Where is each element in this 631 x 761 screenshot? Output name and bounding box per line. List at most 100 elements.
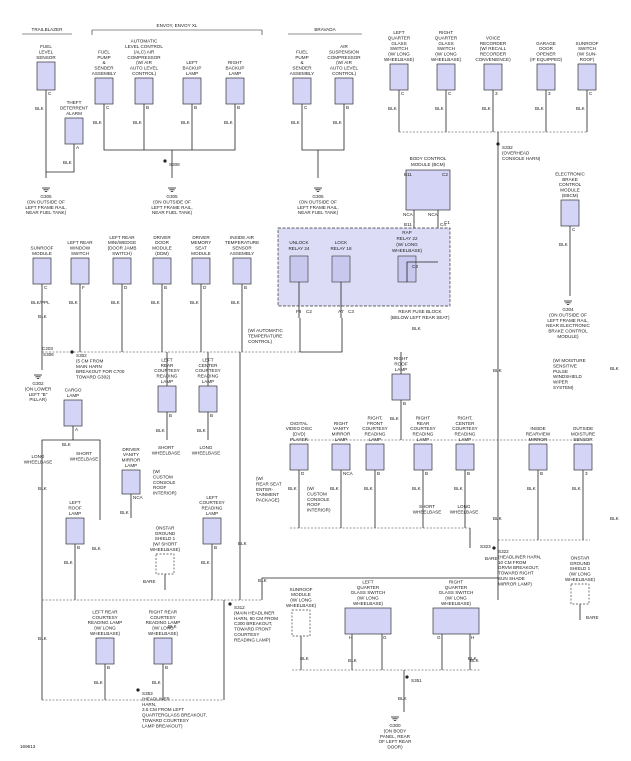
right-quarter-glass-switch-long-label-text-1: QUARTER bbox=[435, 35, 458, 40]
note-3-text-2: ENTER- bbox=[256, 487, 274, 492]
wire-label-0: BLK bbox=[38, 314, 48, 319]
g304-label-text-3: NEAR ELECTRONIC bbox=[546, 323, 590, 328]
diagram-id: 169613 bbox=[20, 744, 36, 749]
left-rear-window-switch-label-text-1: WINDOW bbox=[70, 246, 91, 251]
s322-label-text-6: MIRROR LAMP) bbox=[498, 581, 532, 586]
alc-air-compressor-envoy-label-text-6: CONTROL) bbox=[132, 71, 156, 76]
rap-relay-label-2: RELAY 22 bbox=[396, 236, 417, 241]
left-rear-window-switch bbox=[70, 257, 90, 285]
voice-recorder-label-text-4: CONVENIENCE) bbox=[475, 57, 511, 62]
wheelbase-1-text-0: LONG bbox=[31, 454, 44, 459]
wire-label-11: BLK bbox=[300, 656, 310, 661]
g305-label-text-0: G305 bbox=[40, 194, 52, 199]
right-quarter-glass-switch-long bbox=[436, 63, 456, 91]
note-3-text-3: TAINMENT bbox=[256, 492, 279, 497]
left-backup-lamp-label-text-2: LAMP bbox=[186, 71, 199, 76]
right-rear-courtesy-reading-lamp-label-text-4: LAMP bbox=[417, 437, 430, 442]
right-rear-courtesy-reading-lamp-long-label-text-4: WHEELBASE) bbox=[148, 631, 179, 636]
driver-memory-seat-module bbox=[191, 257, 211, 285]
bcm-pin-5: B11 bbox=[404, 222, 412, 227]
wire-label-4: BLK bbox=[238, 541, 248, 546]
right-vanity-mirror-lamp bbox=[331, 443, 351, 471]
right-center-courtesy-reading-lamp-label-text-4: LAMP bbox=[459, 437, 472, 442]
cargo-lamp-label-text-1: LAMP bbox=[67, 393, 80, 398]
left-backup-lamp-pin: B bbox=[194, 105, 197, 110]
voice-recorder-pin: 3 bbox=[495, 91, 498, 96]
left-rear-mini-wedge-label-text-1: MINI/WEDGE bbox=[108, 240, 136, 245]
right-roof-lamp-label-text-2: LAMP bbox=[395, 367, 408, 372]
sunroof-switch bbox=[577, 63, 597, 91]
right-center-courtesy-reading-lamp-label-text-0: RIGHT, bbox=[457, 415, 472, 420]
left-rear-mini-wedge-label-text-3: SWITCH) bbox=[112, 251, 132, 256]
left-courtesy-reading-lamp-label-text-2: READING bbox=[202, 506, 223, 511]
wire-label-9: BLK bbox=[610, 516, 620, 521]
bcm-label-2: MODULE (BCM) bbox=[411, 162, 446, 167]
sunroof-switch-label-text-2: (W/ SUN- bbox=[577, 52, 597, 57]
left-rear-window-switch-pin: F bbox=[82, 285, 85, 290]
s322-label-text-0: S322 bbox=[498, 549, 509, 554]
left-roof-lamp-label-text-2: LAMP bbox=[69, 511, 82, 516]
right-backup-lamp-pin: B bbox=[237, 105, 240, 110]
voice-recorder-label-text-2: (W/ RECALL bbox=[480, 46, 507, 51]
g305-label-text-3: NEAR FUEL TANK) bbox=[26, 210, 67, 215]
air-suspension-compressor-label-text-2: COMPRESSOR bbox=[327, 55, 361, 60]
left-rear-courtesy-reading-lamp-long-label-text-0: LEFT REAR bbox=[92, 609, 118, 614]
cargo-lamp-wire: BLK bbox=[62, 442, 72, 447]
right-front-courtesy-reading-lamp bbox=[365, 443, 385, 471]
left-rear-courtesy-reading-lamp-wire: BLK bbox=[156, 428, 166, 433]
left-courtesy-reading-lamp-pin: B bbox=[214, 545, 217, 550]
electronic-brake-control-module bbox=[560, 199, 580, 227]
right-front-courtesy-reading-lamp-label-text-3: READING bbox=[365, 432, 386, 437]
electronic-brake-control-module-label-text-4: (EBCM) bbox=[562, 193, 579, 198]
right-rear-courtesy-reading-lamp-label-text-2: COURTESY bbox=[410, 426, 435, 431]
s353-label-text-1: (HEADLINER bbox=[142, 696, 171, 701]
left-quarter-glass-switch-lower-pin-0: H bbox=[349, 635, 352, 640]
left-quarter-glass-switch-lower-label-text-1: QUARTER bbox=[357, 585, 380, 590]
bare-label-2: BARE bbox=[586, 615, 599, 620]
inside-air-temperature-sensor-wire: BLK bbox=[231, 300, 241, 305]
s332-dot bbox=[496, 142, 500, 146]
right-backup-lamp bbox=[225, 77, 245, 105]
left-courtesy-reading-lamp-label-text-3: LAMP bbox=[206, 511, 219, 516]
alc-air-compressor-envoy bbox=[134, 77, 154, 105]
right-rear-courtesy-reading-lamp bbox=[413, 443, 433, 471]
wire-label-7: BLK bbox=[493, 516, 503, 521]
inside-air-temperature-sensor-label-text-1: TEMPERATURE bbox=[225, 240, 259, 245]
left-quarter-glass-switch-lower bbox=[344, 607, 392, 635]
sunroof-module-lower-label-text-0: SUNROOF bbox=[290, 587, 313, 592]
left-quarter-glass-switch-lower-label-text-2: GLASS SWITCH bbox=[351, 590, 386, 595]
g304-label-text-2: LEFT FRAME RAIL, bbox=[547, 318, 588, 323]
left-backup-lamp-label-text-1: BACKUP bbox=[183, 66, 202, 71]
voice-recorder-wire: BLK bbox=[482, 106, 492, 111]
note-1-text-2: PULSE bbox=[553, 369, 568, 374]
s302-label-text-1: (5 CM FROM bbox=[76, 358, 103, 363]
outside-moisture-sensor-pin: 3 bbox=[585, 471, 588, 476]
right-quarter-glass-switch-long-pin: C bbox=[448, 91, 452, 96]
unlock-relay bbox=[289, 255, 309, 283]
g305c-label-text-3: NEAR FUEL TANK) bbox=[298, 210, 339, 215]
onstar-ground-shield-long-label-text-3: (W/ LONG bbox=[569, 572, 591, 577]
electronic-brake-control-module-label-text-0: ELECTRONIC bbox=[555, 171, 585, 176]
wheelbase-3-text-1: WHEELBASE bbox=[192, 450, 221, 455]
right-quarter-glass-switch-long-label-text-4: (W/ LONG bbox=[435, 52, 457, 57]
driver-memory-seat-module-label-text-1: MEMORY bbox=[191, 240, 212, 245]
right-quarter-glass-switch-long-wire: BLK bbox=[435, 106, 445, 111]
lock-relay bbox=[331, 255, 351, 283]
sunroof-module-upper bbox=[32, 257, 52, 285]
air-suspension-compressor-wire: BLK bbox=[333, 120, 343, 125]
note-1-text-4: WIPER bbox=[553, 380, 569, 385]
right-center-courtesy-reading-lamp-label-text-1: CENTER bbox=[456, 421, 476, 426]
fuse-pin-2: C2 bbox=[306, 309, 312, 314]
left-quarter-glass-switch-lower-pin-1: G bbox=[383, 635, 387, 640]
left-quarter-glass-switch-long-label-text-0: LEFT bbox=[393, 30, 404, 35]
note-2-text-2: CONSOLE bbox=[153, 480, 175, 485]
inside-air-temperature-sensor-label-text-3: ASSEMBLY bbox=[230, 251, 254, 256]
outside-moisture-sensor-wire: BLK bbox=[572, 486, 582, 491]
s312-label-text-3: C300 BREAKOUT, bbox=[234, 621, 272, 626]
lock-relay-label-1: LOCK bbox=[335, 240, 348, 245]
unlock-relay-label-2: RELAY 24 bbox=[288, 246, 309, 251]
sunroof-switch-label-text-3: ROOF) bbox=[580, 57, 595, 62]
left-rear-courtesy-reading-lamp-label-text-4: LAMP bbox=[161, 379, 174, 384]
g304-label-text-5: MODULE) bbox=[557, 334, 579, 339]
bare-label-1: BARE bbox=[485, 556, 498, 561]
